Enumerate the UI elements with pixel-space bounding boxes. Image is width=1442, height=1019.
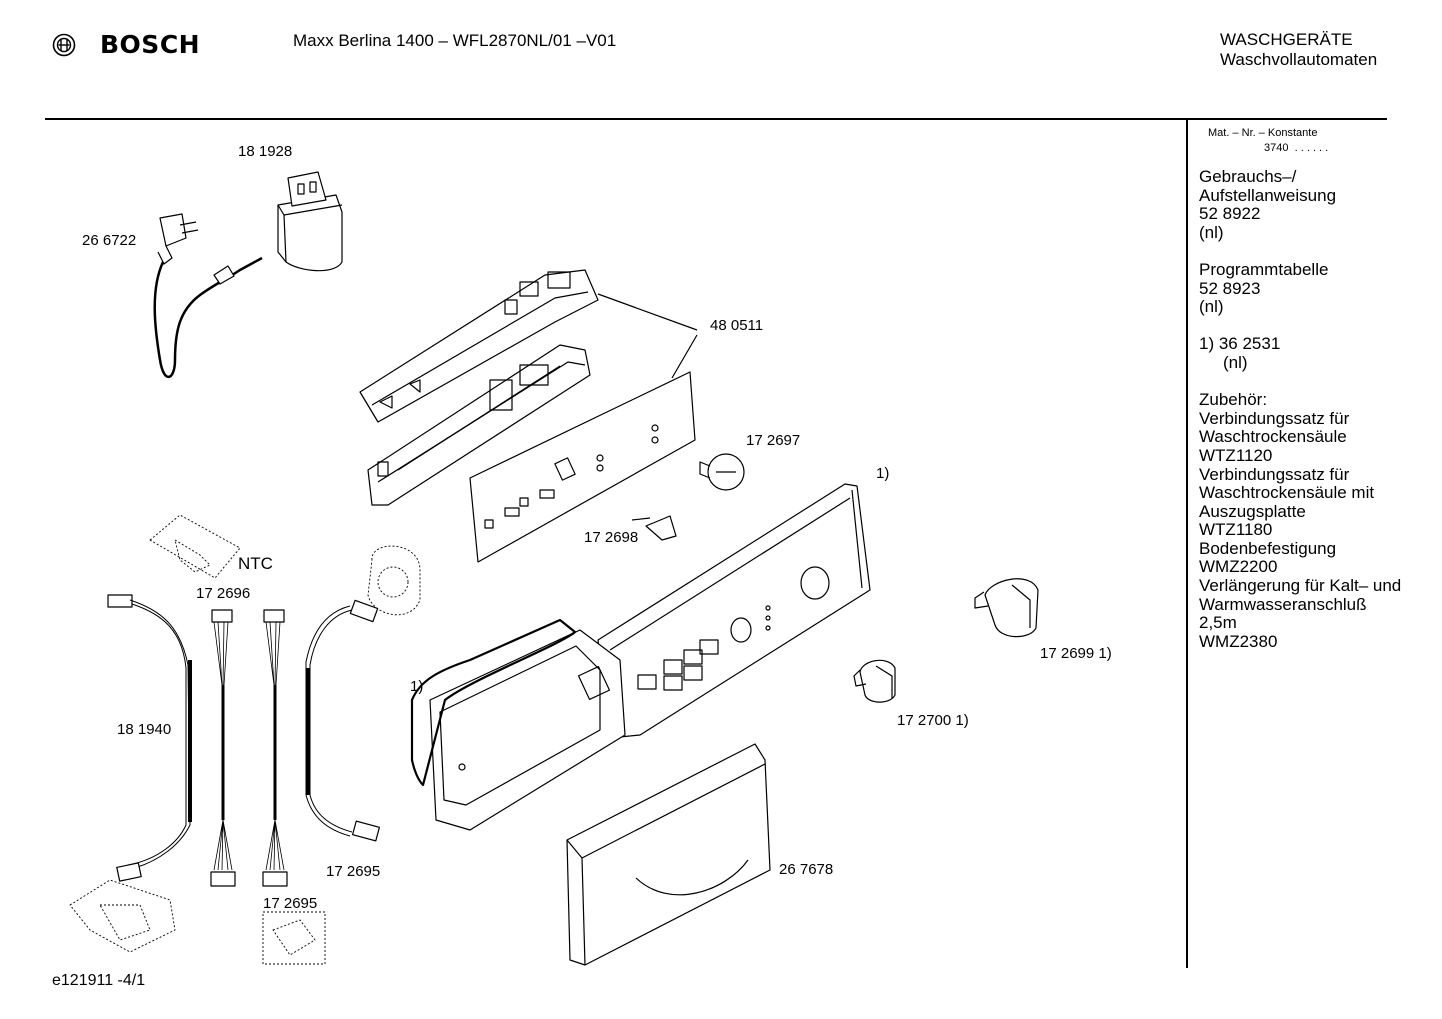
- note-block-footnote: 1) 36 2531 (nl): [1199, 335, 1401, 372]
- part-label-266722: 26 6722: [82, 232, 137, 249]
- diagram-code: e121911 -4/1: [52, 972, 146, 989]
- category: WASCHGERÄTE: [1220, 30, 1353, 49]
- note-line: Verbindungssatz für: [1199, 408, 1350, 428]
- header-divider: [45, 118, 1387, 120]
- note-line: Bodenbefestigung: [1199, 538, 1337, 558]
- part-label-ntc: NTC: [238, 554, 273, 573]
- note-line: (nl): [1199, 297, 1224, 317]
- brand: BOSCH: [52, 30, 200, 59]
- page-title: Maxx Berlina 1400 – WFL2870NL/01 –V01: [293, 31, 617, 50]
- note-line: WTZ1120: [1199, 445, 1273, 465]
- control-frame-lower-icon: [367, 344, 591, 506]
- note-line: WTZ1180: [1199, 520, 1273, 540]
- part-label-footnote: 1): [410, 678, 424, 695]
- note-block-accessories: Zubehör: Verbindungssatz für Waschtrocke…: [1199, 391, 1401, 651]
- circuit-board-icon: [469, 371, 696, 563]
- note-line: 2,5m: [1199, 613, 1237, 633]
- note-line: (nl): [1199, 222, 1224, 242]
- mat-dots: . . . . . .: [1294, 142, 1329, 154]
- note-line: Waschtrockensäule: [1199, 427, 1347, 447]
- sidebar-notes: Gebrauchs–/ Aufstellanweisung 52 8922 (n…: [1199, 167, 1401, 670]
- part-label-172696: 17 2696: [196, 585, 251, 602]
- pump-outline-icon: [367, 545, 421, 616]
- bosch-logo-icon: [52, 33, 76, 56]
- note-line: 52 8923: [1199, 278, 1261, 298]
- part-label-172697: 17 2697: [746, 432, 801, 449]
- note-line: WMZ2380: [1199, 631, 1278, 651]
- knob-axis-icon: [699, 453, 745, 491]
- program-knob-icon: [974, 578, 1039, 638]
- note-line: (nl): [1223, 352, 1248, 372]
- note-line: Verlängerung für Kalt– und: [1199, 576, 1402, 596]
- leader-line: [597, 293, 698, 331]
- material-constant: Mat. – Nr. – Konstante 3740 . . . . . .: [1208, 126, 1328, 156]
- category-heading: WASCHGERÄTE Waschvollautomaten: [1220, 30, 1377, 70]
- phantom-outline: [69, 514, 421, 965]
- drawer-handle-icon: [566, 743, 771, 966]
- note-line: Verbindungssatz für: [1199, 464, 1350, 484]
- note-line: Auszugsplatte: [1199, 501, 1306, 521]
- note-block-program: Programmtabelle 52 8923 (nl): [1199, 259, 1401, 317]
- mat-value-row: 3740 . . . . . .: [1208, 141, 1328, 156]
- filter-housing-icon: [277, 171, 343, 272]
- control-panel-icon: [597, 483, 871, 739]
- note-line: Programmtabelle: [1199, 259, 1329, 279]
- note-line: Aufstellanweisung: [1199, 185, 1337, 205]
- subcategory: Waschvollautomaten: [1220, 50, 1378, 69]
- note-block-manual: Gebrauchs–/ Aufstellanweisung 52 8922 (n…: [1199, 167, 1401, 242]
- part-label-172699: 17 2699 1): [1040, 645, 1112, 662]
- note-line: WMZ2200: [1199, 557, 1278, 577]
- part-label-172695: 17 2695: [326, 863, 381, 880]
- sidebar-divider: [1186, 119, 1188, 968]
- leader-line: [671, 334, 698, 379]
- part-label-footnote: 1): [876, 465, 890, 482]
- knob-shaft-icon: [631, 515, 677, 541]
- note-line: Waschtrockensäule mit: [1199, 483, 1375, 503]
- note-line: Zubehör:: [1199, 390, 1268, 410]
- part-label-267678: 26 7678: [779, 861, 834, 878]
- wire-harness-icon: [210, 609, 236, 887]
- drawer-frame-icon: [410, 618, 626, 831]
- part-label-172698: 17 2698: [584, 529, 639, 546]
- wire-harness-icon: [107, 594, 192, 882]
- part-label-480511: 48 0511: [710, 317, 764, 334]
- brand-name: BOSCH: [100, 30, 201, 59]
- exploded-diagram: [69, 171, 1039, 966]
- note-line: 52 8922: [1199, 204, 1261, 224]
- wire-harness-icon: [305, 599, 381, 842]
- selector-knob-icon: [853, 659, 896, 703]
- note-line: 1) 36 2531: [1199, 334, 1281, 354]
- part-label-181940: 18 1940: [117, 721, 172, 738]
- mat-label: Mat. – Nr. – Konstante: [1208, 127, 1318, 139]
- wire-harness-icon: [262, 609, 288, 887]
- note-line: Gebrauchs–/: [1199, 167, 1297, 186]
- part-label-181928: 18 1928: [238, 143, 293, 160]
- mat-value: 3740: [1264, 142, 1289, 154]
- power-cord-icon: [153, 213, 263, 379]
- ntc-sensor-icon: [149, 514, 241, 579]
- note-line: Warmwasseranschluß: [1199, 594, 1367, 614]
- control-frame-upper-icon: [359, 269, 599, 423]
- part-label-172695: 17 2695: [263, 895, 318, 912]
- part-label-172700: 17 2700 1): [897, 712, 969, 729]
